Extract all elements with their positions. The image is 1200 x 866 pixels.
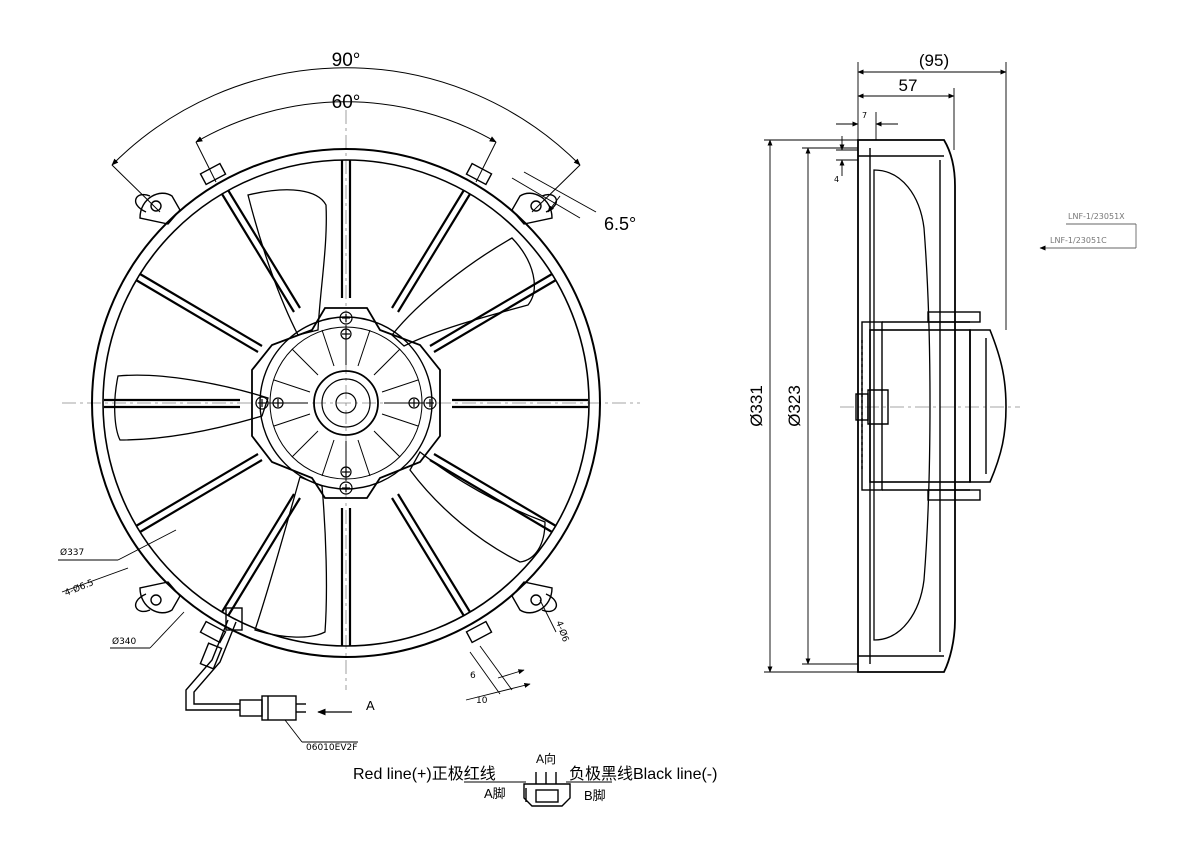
side-dimensions (764, 62, 1137, 673)
dim-10: 10 (476, 696, 488, 706)
dim-6: 6 (470, 671, 476, 681)
dim-dia-331: Ø331 (747, 385, 766, 427)
wiring-legend: Red line(+)正极红线 负极黑线Black line(-) A向 A脚 … (353, 751, 717, 807)
dim-angle-6-5: 6.5° (604, 214, 636, 234)
mounting-tabs (134, 162, 558, 644)
connector-leader (284, 719, 303, 743)
dim-7: 7 (862, 111, 867, 120)
wire-harness (185, 619, 306, 721)
side-view-labels: (95) 57 7 4 Ø331 Ø323 LNF-1/23051X LNF-1… (747, 51, 1125, 427)
connector-part-number: 06010EV2F (306, 743, 357, 753)
view-a-direction-label: A向 (536, 751, 556, 766)
blade-profile (873, 169, 931, 641)
dim-angle-90: 90° (332, 50, 361, 71)
front-view (58, 67, 640, 743)
shroud-outer-ring (91, 148, 601, 658)
left-dimensions (58, 529, 557, 701)
fan-blades (114, 189, 546, 638)
guard-spokes (104, 160, 588, 646)
red-line-label: Red line(+)正极红线 (353, 765, 496, 783)
shroud-profile (857, 139, 956, 673)
dim-dia-323: Ø323 (785, 385, 804, 427)
motor-body-section (855, 311, 1007, 501)
motor-hub (251, 307, 441, 499)
pin-b-label: B脚 (584, 788, 606, 803)
dim-depth-57: 57 (899, 76, 918, 95)
part-label-2: LNF-1/23051C (1050, 236, 1107, 245)
dim-overall-depth: (95) (919, 51, 949, 70)
dim-angle-60: 60° (332, 92, 361, 113)
dim-4: 4 (834, 175, 839, 184)
connector-symbol (523, 772, 571, 807)
arc-90-deg (111, 67, 581, 166)
black-line-label: 负极黑线Black line(-) (569, 765, 717, 783)
view-a-label: A (366, 698, 375, 713)
front-view-labels: 90° 60° 6.5° Ø337 4-Ø6.5 Ø340 4-Ø6 6 10 … (60, 50, 636, 753)
arc-60-deg (195, 101, 497, 143)
side-view (840, 139, 1020, 673)
dim-dia-340: Ø340 (112, 636, 137, 647)
dim-holes-4-d6-5: 4-Ø6.5 (63, 577, 95, 599)
angle-dimensions (111, 67, 597, 219)
pin-a-label: A脚 (484, 786, 506, 801)
dim-dia-337: Ø337 (60, 547, 84, 558)
part-label-1: LNF-1/23051X (1068, 212, 1125, 221)
